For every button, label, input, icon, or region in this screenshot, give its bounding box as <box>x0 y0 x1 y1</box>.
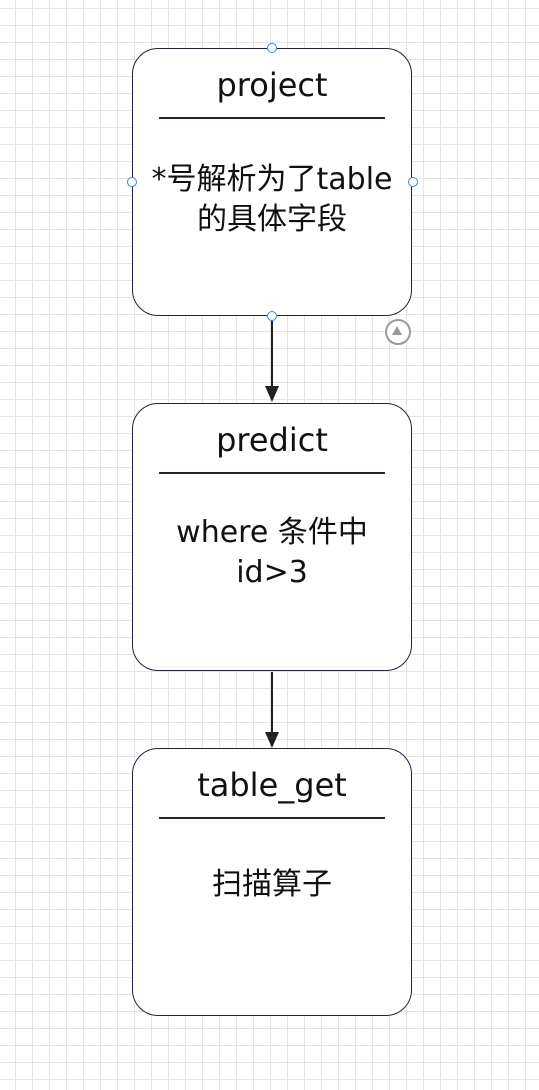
node-predict[interactable]: predict where 条件中 id>3 <box>132 403 412 671</box>
node-table-get[interactable]: table_get 扫描算子 <box>132 748 412 1016</box>
connection-handle-top[interactable] <box>267 43 277 53</box>
node-body: 扫描算子 <box>133 865 411 905</box>
node-body-line: *号解析为了table <box>151 162 393 197</box>
arrowhead-project-to-predict <box>265 386 279 402</box>
connection-handle-bottom[interactable] <box>267 311 277 321</box>
node-project[interactable]: project *号解析为了table 的具体字段 <box>132 48 412 316</box>
node-body-line: id>3 <box>236 555 308 590</box>
node-body-line: 扫描算子 <box>212 867 332 902</box>
arrowhead-predict-to-table-get <box>265 732 279 748</box>
node-body: *号解析为了table 的具体字段 <box>133 160 411 240</box>
node-body: where 条件中 id>3 <box>133 513 411 593</box>
node-divider <box>159 472 385 474</box>
connection-handle-right[interactable] <box>408 177 418 187</box>
node-title: predict <box>216 421 328 459</box>
node-divider <box>159 117 385 119</box>
node-body-line: 的具体字段 <box>197 202 347 237</box>
node-divider <box>159 817 385 819</box>
node-body-line: where 条件中 <box>176 515 368 550</box>
collapse-toggle-icon[interactable] <box>385 319 411 345</box>
node-title: table_get <box>197 766 347 804</box>
node-title: project <box>216 66 328 104</box>
connection-handle-left[interactable] <box>127 177 137 187</box>
